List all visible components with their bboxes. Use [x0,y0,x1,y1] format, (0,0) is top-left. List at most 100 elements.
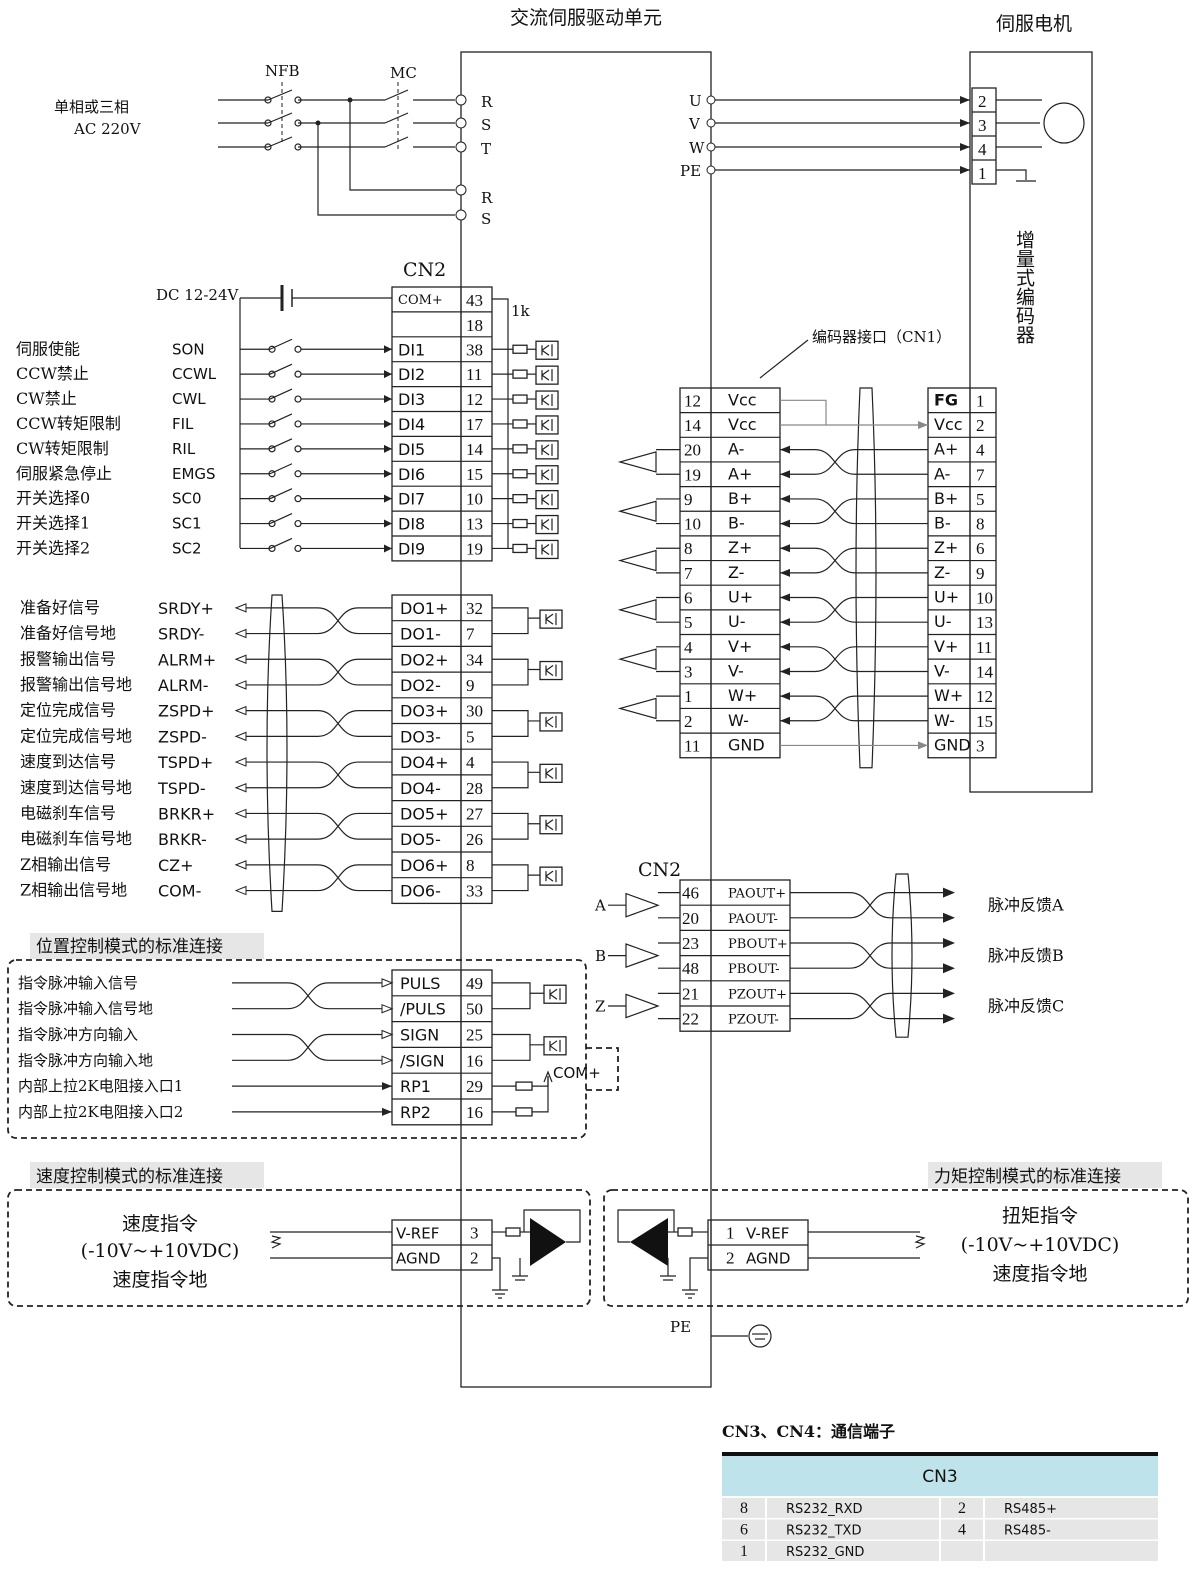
optocoupler-icon [535,340,559,360]
switch-blade [269,363,293,375]
com-arrow [543,1070,553,1083]
pulse-pin-4: PZOUT+ [728,987,787,1002]
enc-num-7: 7 [684,564,693,583]
torque-mode-frame [603,1189,1189,1307]
motor-term-u: U [689,92,702,110]
resistor [677,1227,693,1237]
arrow-head [943,963,955,974]
enc-mnum-9: 13 [976,613,993,632]
input-sig-0: SON [172,340,205,358]
driver-icon [625,993,660,1019]
arrow-head [381,1055,394,1066]
output-num-11: 33 [466,882,483,901]
motor-num-3: 3 [978,116,987,135]
torque-l2: (-10V~+10VDC) [961,1234,1120,1256]
resistor [512,344,528,354]
output-desc-4: 定位完成信号 [20,701,116,720]
comm-cell-1-0: 6 [740,1522,748,1539]
twisted-pair [814,646,856,673]
output-pin-2: DO2+ [400,650,449,669]
output-pin-6: DO4+ [400,753,449,772]
pos-num-3: 16 [466,1051,483,1070]
motor-term-pe: PE [680,162,701,180]
enc-num-2: 20 [684,441,701,460]
table-rule [722,1452,1158,1456]
arrow-head [234,834,247,844]
output-desc-1: 准备好信号地 [20,624,116,643]
pulse-feedback-2: 脉冲反馈C [988,996,1064,1015]
optocoupler-icon [535,365,559,385]
pulse-pin-1: PAOUT- [728,912,778,927]
enc-num-1: 14 [684,416,702,435]
switch-blade [269,438,293,450]
comm-cell-2-1: RS232_GND [786,1545,864,1560]
optocoupler-symbol [549,988,561,1001]
comm-header: CN3 [922,1467,957,1487]
input-sig-5: EMGS [172,465,216,483]
optocoupler-icon [539,712,563,732]
switch-blade [269,513,293,525]
pulse-pin-3: PBOUT- [728,962,780,977]
output-sig-10: CZ+ [158,856,194,875]
ground-icon [682,1289,698,1299]
amp-pin-1: AGND [396,1250,440,1268]
receiver-icon [617,648,657,670]
comm-cell-2-0: 1 [740,1543,748,1560]
receiver-icon [617,697,657,720]
switch-contact [268,345,276,353]
arrow-head [234,860,247,870]
position-mode-band [30,933,264,959]
arrow-head [384,494,392,503]
output-pin-7: DO4- [400,779,441,798]
amp-pin-1: AGND [746,1250,790,1268]
enc-pin-1: Vcc [728,415,757,434]
wire [492,710,540,722]
switch-blade [269,488,293,500]
vcc-bridge [780,399,827,425]
pos-num-4: 29 [466,1077,483,1096]
arrow-head [381,978,394,988]
pulse-phase-1: B [595,947,606,965]
optocoupler-icon [535,415,559,435]
optocoupler-symbol [541,543,553,556]
torque-l3: 速度指令地 [992,1263,1087,1285]
pe-ground-icon [711,1324,772,1348]
input-desc-6: 开关选择0 [16,489,90,508]
resistor [512,518,528,529]
pos-pin-1: /PULS [400,1000,446,1019]
optocoupler-symbol [545,664,557,677]
shield-ground-icon [914,1235,926,1249]
arrow-head [234,885,247,896]
switch-contact [294,370,302,378]
term-r2: R [481,189,493,207]
motor-num-2: 2 [978,92,987,111]
term-t: T [481,140,491,158]
resistor [512,419,528,429]
twisted-pair [287,982,329,1010]
wire [492,669,529,686]
arrow-head [918,741,928,750]
pos-com: COM+ [553,1064,601,1082]
cable-shield [855,387,877,769]
driver-icon [625,892,660,918]
twisted-pair [814,449,856,475]
enc-pin-2: A- [728,440,744,459]
pos-pin-3: /SIGN [400,1051,445,1070]
input-desc-2: CW禁止 [16,389,77,408]
wire [492,1044,531,1061]
wire [492,720,529,737]
input-desc-7: 开关选择1 [16,514,90,533]
pulse-feedback-0: 脉冲反馈A [988,896,1064,915]
optocoupler-symbol [545,715,557,728]
ground-icon [492,1289,508,1299]
input-num-6: 10 [466,490,483,509]
optocoupler-symbol [541,344,553,357]
term-r: R [481,93,493,111]
optocoupler-icon [539,609,563,629]
switch-contact [294,519,302,528]
switch-contact [294,395,302,403]
